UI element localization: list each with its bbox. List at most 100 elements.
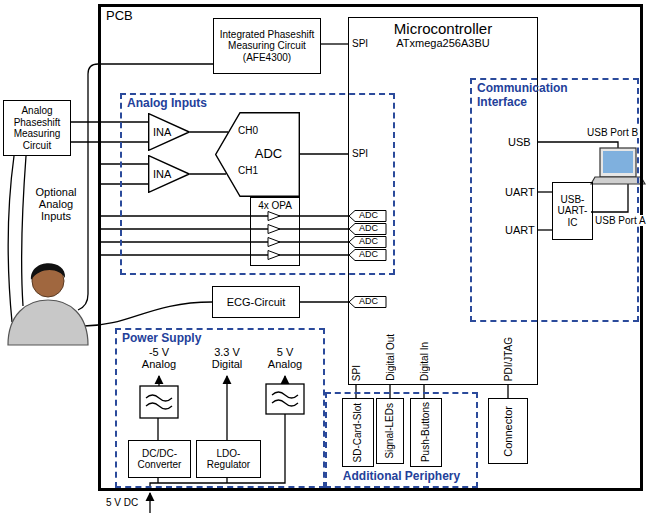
microcontroller: MicrocontrollerATxmega256A3BU (348, 17, 538, 385)
supply-wire (157, 478, 158, 483)
node-label: LDO-Regulator (200, 448, 257, 471)
opamp-symbol (268, 212, 280, 221)
opamp-symbol (268, 225, 280, 234)
interface-group: Communication InterfaceUSB-UART-IC (470, 78, 639, 322)
pin-symbol (349, 237, 386, 248)
node-label: Connector (502, 406, 515, 457)
pin-name: PDI/JTAG (503, 337, 514, 381)
signal-line (300, 228, 348, 229)
node-label: Analog Inputs (127, 97, 207, 111)
pin-name: SPI (352, 38, 368, 49)
node-label: (AFE4300) (243, 52, 291, 64)
supply-wire (157, 418, 158, 440)
node-label: INA (153, 168, 171, 181)
electrode-wire (8, 156, 14, 322)
pin-name: SPI (351, 365, 362, 381)
supply-arrow (284, 376, 285, 384)
pin-name: UART (505, 224, 535, 236)
signal-line (300, 301, 348, 302)
voltage-rail: -5 V Analog (136, 346, 182, 370)
node-label: Microcontroller (394, 20, 492, 37)
signal-line (300, 241, 348, 242)
analog-group: Analog InputsINA INA ADC 4x OPA (120, 93, 395, 275)
pin-name: ADC (359, 224, 378, 234)
signal-line (190, 131, 228, 132)
pcb-board: PCBIntegrated Phaseshift Measuring Circu… (98, 4, 643, 491)
phaseshift-circuit: Analog Phaseshift Measuring Circuit (3, 100, 71, 156)
node-label: Communication Interface (477, 82, 577, 110)
person-hair (31, 263, 65, 280)
shape-outline (149, 156, 190, 193)
person-body (8, 300, 88, 345)
ecg-circuit: ECG-Circuit (212, 286, 300, 318)
adc-block: ADC (215, 112, 300, 197)
signal-leds: Signal-LEDs (376, 398, 404, 464)
pin-symbol (349, 250, 386, 261)
node-label: ECG-Circuit (227, 296, 286, 309)
port-name: USB Port A (594, 215, 647, 226)
opamp-symbol (268, 251, 280, 260)
port-name: USB Port B (586, 127, 639, 138)
filter-wave (146, 395, 172, 409)
voltage-rail: 3.3 V Digital (204, 346, 250, 370)
signal-line (538, 229, 552, 230)
node-label: ATxmega256A3BU (396, 37, 489, 50)
periphery-group: Additional Periphery SD-Card-Slot Signal-L… (325, 392, 478, 488)
usb-cable (538, 142, 618, 148)
pin-name: Digital Out (385, 334, 396, 381)
node-label: Analog Phaseshift Measuring Circuit (7, 105, 67, 151)
ina-amplifier: INA (148, 155, 190, 193)
supply-input: 5 V DC (106, 497, 138, 508)
pin-name: SPI (352, 148, 368, 159)
supply-wire (226, 478, 227, 483)
supply-arrow (158, 376, 159, 386)
node-label: ADC (255, 147, 282, 162)
ina-amplifier: INA (148, 113, 190, 151)
node-label: DC/DC-Converter (132, 448, 187, 471)
pin-name: ADC (359, 211, 378, 221)
ecg-wire (84, 302, 212, 326)
dcdc-converter: DC/DC-Converter (128, 440, 191, 478)
usb-cable (591, 184, 628, 212)
signal-line (538, 191, 552, 192)
signal-line (71, 121, 148, 122)
laptop (591, 148, 645, 184)
node-label: Push-Buttons (420, 402, 432, 462)
person (8, 263, 88, 345)
opa-symbols (268, 212, 280, 260)
sd-card-slot: SD-Card-Slot (342, 398, 374, 467)
opamp-symbol (268, 238, 280, 247)
node-label: Signal-LEDs (384, 403, 396, 459)
adc-pins (349, 211, 386, 308)
pin-symbol (349, 211, 386, 222)
jtag-connector: Connector (488, 398, 528, 464)
push-buttons: Push-Buttons (410, 398, 442, 467)
signal-line (190, 173, 226, 174)
signal-line (321, 43, 348, 44)
supply-input-arrow (149, 493, 150, 513)
filter-wave (272, 392, 298, 406)
pin-name: ADC (359, 250, 378, 260)
node-label: Additional Periphery (343, 470, 460, 484)
voltage-rail: 5 V Analog (262, 346, 308, 370)
pin-symbol (349, 297, 386, 308)
laptop-display (603, 151, 633, 173)
wires (8, 64, 628, 513)
pin-name: ADC (359, 297, 378, 307)
node-label: 4x OPA (258, 200, 292, 212)
channel-name: CH0 (238, 125, 258, 136)
signal-line (300, 254, 348, 255)
filter-symbol (140, 386, 178, 418)
shape-outline (216, 113, 300, 197)
node-label: Power Supply (122, 332, 201, 346)
node-label: USB-UART-IC (556, 194, 589, 229)
filter-symbol (266, 384, 304, 414)
input-wire (100, 183, 148, 184)
signal-line (300, 153, 348, 154)
usb-uart-ic: USB-UART-IC (552, 182, 593, 240)
laptop-screen (600, 148, 636, 177)
supply-arrow (226, 376, 227, 440)
afe-chip: Integrated Phaseshift Measuring Circuit(… (213, 18, 321, 74)
channel-name: CH1 (238, 165, 258, 176)
